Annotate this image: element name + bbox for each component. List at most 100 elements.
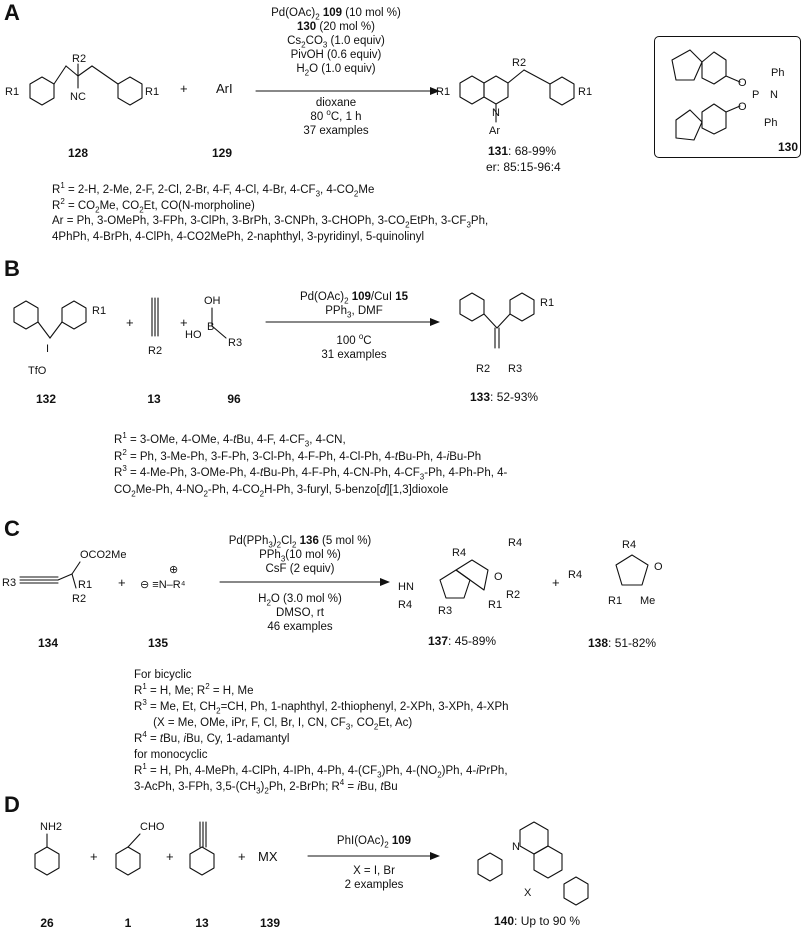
ho-label: HO xyxy=(185,329,202,341)
compound-131-yield: 131: 68-99% xyxy=(488,144,557,158)
r4-label: R4 xyxy=(452,547,466,559)
compound-1-number: 1 xyxy=(124,916,132,930)
r1-label: R1 xyxy=(5,86,19,98)
compound-13-number: 13 xyxy=(147,392,161,406)
ph-label: Ph xyxy=(771,67,784,79)
compound-130-structure: O O P N Ph Ph xyxy=(671,49,784,141)
o-label: O xyxy=(738,77,747,89)
compound-139-number: 139 xyxy=(259,916,281,930)
o-label: O xyxy=(494,571,503,583)
compound-138-yield: 138: 51-82% xyxy=(588,636,657,650)
r2-label: R2 xyxy=(506,589,520,601)
r3-label: R3 xyxy=(228,337,242,349)
compound-26-structure: NH2 xyxy=(34,821,62,876)
plus-charge-label: ⊕ xyxy=(169,564,178,576)
compound-140-yield: 140: Up to 90 % xyxy=(494,914,581,928)
r4-label-3: R4 xyxy=(398,599,412,611)
compound-138-structure: R4 R4 O R1 Me xyxy=(568,539,663,607)
r2-label: R2 xyxy=(512,57,526,69)
o-label-2: O xyxy=(738,101,747,113)
compound-132-structure: I TfO R1 xyxy=(13,300,106,377)
r2-label: R2 xyxy=(72,593,86,605)
oco2me-label: OCO2Me xyxy=(80,549,126,561)
n-label: N xyxy=(492,107,500,119)
panel-b-letter: B xyxy=(4,256,20,281)
cho-label: CHO xyxy=(140,821,165,833)
r3-label: R3 xyxy=(438,605,452,617)
plus-sign-d1: + xyxy=(90,849,98,864)
r3-label: R3 xyxy=(508,363,522,375)
plus-sign-c1: + xyxy=(118,575,126,590)
compound-129-number: 129 xyxy=(211,146,233,160)
compound-133-structure: R2 R3 R1 xyxy=(459,292,554,375)
compound-140-structure: N X xyxy=(477,821,589,906)
r1-label: R1 xyxy=(488,599,502,611)
r1-label-right: R1 xyxy=(145,86,159,98)
plus-sign-d2: + xyxy=(166,849,174,864)
compound-96-number: 96 xyxy=(227,392,241,406)
panel-a-letter: A xyxy=(4,0,20,25)
r2-label: R2 xyxy=(476,363,490,375)
ar-label: Ar xyxy=(489,125,500,137)
panel-c-substituents: For bicyclic R1 = H, Me; R2 = H, Me R3 =… xyxy=(134,669,509,796)
r3-label: R3 xyxy=(2,577,16,589)
nh2-label: NH2 xyxy=(40,821,62,833)
compound-131-er: er: 85:15-96:4 xyxy=(486,160,561,174)
n-label: N xyxy=(512,841,520,853)
o-label: O xyxy=(654,561,663,573)
compound-132-number: 132 xyxy=(35,392,57,406)
compound-13-structure: R2 xyxy=(148,297,162,357)
i-label: I xyxy=(46,343,49,355)
p-label: P xyxy=(752,89,759,101)
oh-label: OH xyxy=(204,295,221,307)
panel-b-substituents: R1 = 3-OMe, 4-OMe, 4-tBu, 4-F, 4-CF3, 4-… xyxy=(114,431,508,498)
r1-label: R1 xyxy=(78,579,92,591)
r1-label: R1 xyxy=(540,297,554,309)
compound-13d-number: 13 xyxy=(195,916,209,930)
r4-label: R4 xyxy=(568,569,582,581)
compound-128-structure: R2 NC R1 R1 xyxy=(5,53,159,106)
x-label: X xyxy=(524,887,532,899)
ph-label-2: Ph xyxy=(764,117,777,129)
r1-label: R1 xyxy=(608,595,622,607)
panel-a-substituents: R1 = 2-H, 2-Me, 2-F, 2-Cl, 2-Br, 4-F, 4-… xyxy=(52,181,489,243)
panel-c-conditions-below: H2O (3.0 mol %) DMSO, rt 46 examples xyxy=(258,593,342,633)
panel-b-conditions-below: 100 oC 31 examples xyxy=(321,332,387,361)
panel-c-letter: C xyxy=(4,516,20,541)
r4-label-2: R4 xyxy=(508,537,522,549)
nc-label: NC xyxy=(70,91,86,103)
compound-135-number: 135 xyxy=(147,636,169,650)
reagent-mx: MX xyxy=(258,849,278,864)
n-label: N xyxy=(770,89,778,101)
compound-134-number: 134 xyxy=(37,636,59,650)
compound-135-structure: ⊖ ≡N–R⁴ ⊕ xyxy=(140,564,186,591)
compound-133-yield: 133: 52-93% xyxy=(470,390,539,404)
r2-label: R2 xyxy=(72,53,86,65)
ligand-130-box xyxy=(654,36,801,158)
compound-134-structure: R3 OCO2Me R1 R2 xyxy=(2,549,126,605)
hn-label: HN xyxy=(398,581,414,593)
r4-label-2: R4 xyxy=(622,539,636,551)
panel-b-conditions: Pd(OAc)2 109/CuI 15 PPh3, DMF xyxy=(299,291,409,320)
plus-sign-c2: + xyxy=(552,575,560,590)
compound-131-structure: R1 N Ar R2 R1 xyxy=(436,57,592,137)
plus-sign: + xyxy=(180,81,188,96)
panel-d-letter: D xyxy=(4,792,20,817)
r2-label: R2 xyxy=(148,345,162,357)
panel-a-conditions: Pd(OAc)2 109 (10 mol %) 130 (20 mol %) C… xyxy=(271,7,401,78)
compound-137-structure: HN R4 R4 R4 R3 R1 R2 O xyxy=(398,537,522,617)
panel-c-conditions: Pd(PPh3)2Cl2 136 (5 mol %) PPh3(10 mol %… xyxy=(228,535,372,575)
r1-label-right: R1 xyxy=(578,86,592,98)
panel-a-conditions-below: dioxane 80 oC, 1 h 37 examples xyxy=(303,97,369,137)
compound-130-number: 130 xyxy=(777,140,799,154)
compound-128-number: 128 xyxy=(67,146,89,160)
compound-137-yield: 137: 45-89% xyxy=(428,634,497,648)
panel-d-conditions-below: X = I, Br 2 examples xyxy=(344,865,404,891)
plus-sign-2: + xyxy=(180,315,188,330)
panel-d-conditions: PhI(OAc)2 109 xyxy=(336,835,412,850)
compound-96-structure: OH HO B R3 xyxy=(185,295,242,349)
compound-26-number: 26 xyxy=(40,916,54,930)
r1-label: R1 xyxy=(92,305,106,317)
tfo-label: TfO xyxy=(28,365,47,377)
